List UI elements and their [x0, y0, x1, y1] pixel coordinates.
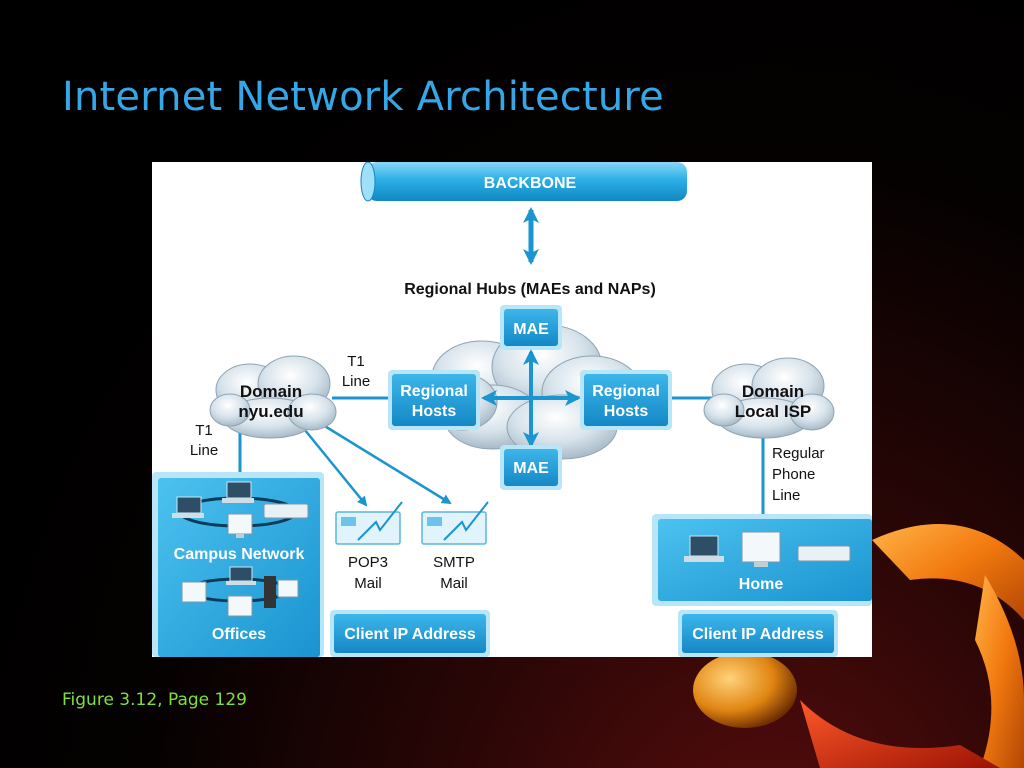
- monitor-icon: [181, 581, 207, 603]
- t1-line-left-label: T1 Line: [190, 422, 218, 459]
- figure-caption: Figure 3.12, Page 129: [62, 690, 247, 710]
- svg-text:Line: Line: [772, 487, 800, 504]
- regular-phone-line-label: Regular Phone Line: [772, 445, 825, 504]
- svg-text:Client IP Address: Client IP Address: [344, 626, 476, 643]
- domain-local-isp-cloud: Domain Local ISP: [703, 357, 835, 439]
- laptop-icon: [172, 496, 204, 518]
- svg-text:nyu.edu: nyu.edu: [238, 402, 303, 421]
- svg-text:Regular: Regular: [772, 445, 825, 462]
- laptop-icon: [222, 481, 254, 503]
- home-panel: Home: [652, 514, 872, 606]
- svg-text:Domain: Domain: [742, 382, 804, 401]
- svg-text:Line: Line: [190, 442, 218, 459]
- monitor-icon: [227, 595, 253, 617]
- svg-text:MAE: MAE: [513, 321, 549, 338]
- campus-network-label: Campus Network: [174, 546, 305, 563]
- mail-links: [299, 415, 452, 507]
- backbone-label: BACKBONE: [484, 175, 577, 192]
- t1-line-top-label: T1 Line: [342, 353, 370, 390]
- network-diagram: BACKBONE Regional Hubs (MAEs and NAPs): [152, 161, 872, 657]
- modem-icon: [797, 545, 851, 562]
- svg-text:Line: Line: [342, 373, 370, 390]
- mae-bottom-box: MAE: [500, 445, 562, 490]
- svg-text:Client IP Address: Client IP Address: [692, 626, 824, 643]
- svg-text:Local ISP: Local ISP: [735, 402, 812, 421]
- slide-title: Internet Network Architecture: [62, 74, 664, 120]
- server-icon: [263, 503, 309, 519]
- offices-label: Offices: [212, 626, 266, 643]
- domain-nyu-cloud: Domain nyu.edu: [209, 355, 337, 439]
- regional-hubs-label: Regional Hubs (MAEs and NAPs): [404, 281, 656, 298]
- svg-text:Regional: Regional: [592, 383, 660, 400]
- svg-text:Hosts: Hosts: [412, 403, 457, 420]
- campus-network-panel: Campus Network Offices: [152, 472, 324, 657]
- tower-pc-icon: [264, 576, 299, 608]
- client-ip-address-right-box: Client IP Address: [678, 610, 838, 657]
- laptop-icon: [684, 535, 724, 562]
- svg-text:Hosts: Hosts: [604, 403, 649, 420]
- regional-hosts-right-box: Regional Hosts: [580, 370, 672, 430]
- monitor-icon: [227, 513, 253, 538]
- mae-top-box: MAE: [500, 305, 562, 350]
- pop3-mail-icon: POP3 Mail: [335, 501, 403, 592]
- regional-hosts-left-box: Regional Hosts: [388, 370, 480, 430]
- hub-four-way-arrow: [481, 349, 581, 448]
- svg-text:Mail: Mail: [354, 575, 382, 592]
- svg-text:MAE: MAE: [513, 460, 549, 477]
- home-label: Home: [739, 576, 784, 593]
- svg-text:Regional: Regional: [400, 383, 468, 400]
- svg-text:T1: T1: [195, 422, 213, 439]
- svg-text:Mail: Mail: [440, 575, 468, 592]
- svg-text:T1: T1: [347, 353, 365, 370]
- svg-text:Phone: Phone: [772, 466, 815, 483]
- client-ip-address-left-box: Client IP Address: [330, 610, 490, 657]
- svg-text:Domain: Domain: [240, 382, 302, 401]
- smtp-mail-icon: SMTP Mail: [421, 501, 489, 592]
- monitor-icon: [741, 531, 781, 567]
- svg-text:SMTP: SMTP: [433, 554, 475, 571]
- backbone-pipe: BACKBONE: [360, 161, 687, 202]
- network-links: [238, 396, 765, 517]
- svg-text:POP3: POP3: [348, 554, 388, 571]
- laptop-icon: [226, 566, 256, 585]
